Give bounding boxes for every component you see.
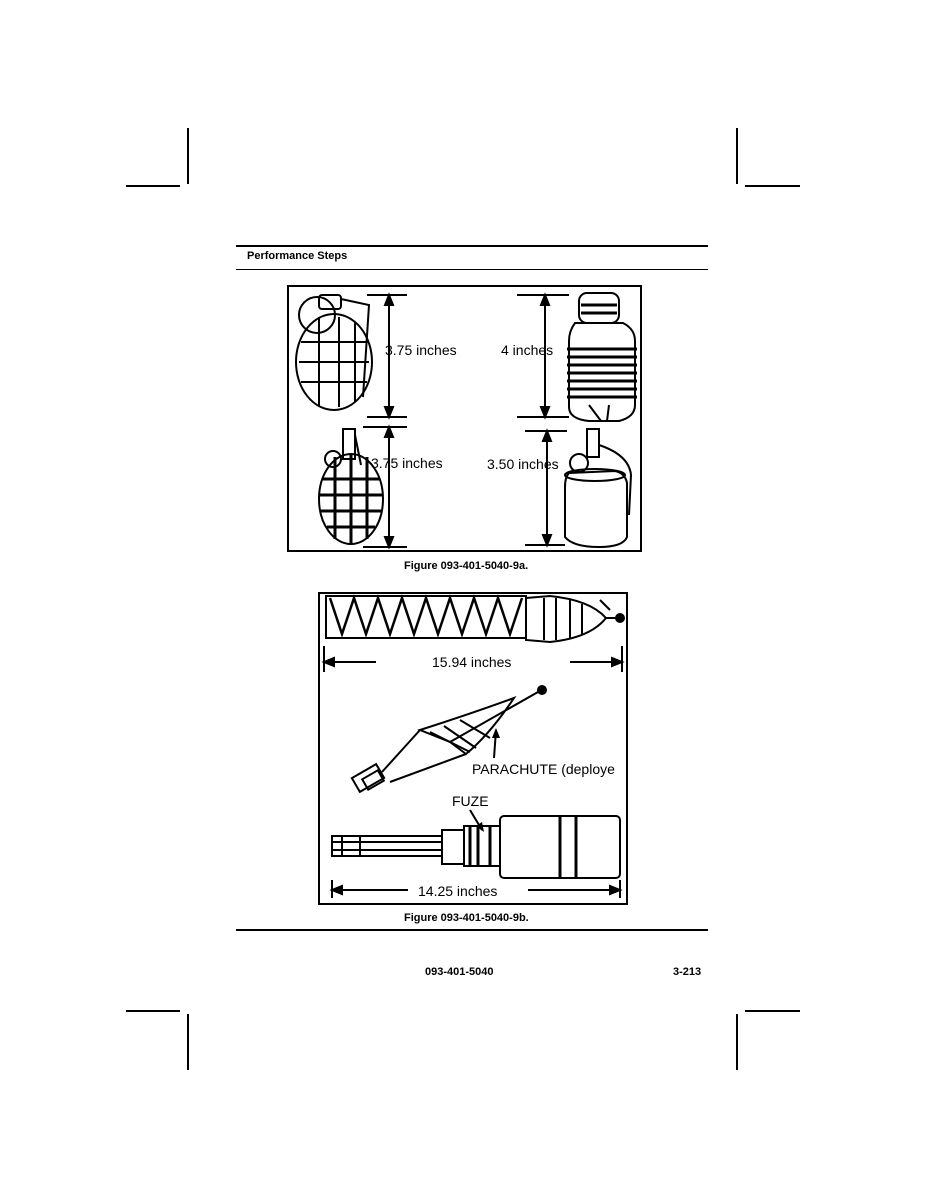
- parachute-deployed-drawing: [350, 685, 547, 794]
- dimension-line-4: [525, 428, 567, 548]
- header-rule-top: [236, 245, 708, 247]
- grenade-cylinder-smooth-drawing: [564, 428, 633, 549]
- grenade-oval-drawing: [295, 294, 373, 411]
- crop-mark-top-left-vertical: [187, 128, 189, 184]
- figure-a-illustration: 3.75 inches 4 inches: [295, 292, 637, 550]
- figure-b-caption: Figure 093-401-5040-9b.: [404, 912, 529, 924]
- figure-b-illustration: 15.94 inches PARACHUTE (deploye FUZE: [321, 594, 625, 899]
- dimension-line-top: [321, 646, 625, 672]
- dimension-line-1: [367, 292, 407, 420]
- grenade-cylinder-serrated-drawing: [567, 292, 637, 422]
- crop-mark-bottom-left-horizontal: [126, 1010, 180, 1012]
- flare-assembly-drawing: [331, 815, 621, 879]
- parachute-label: PARACHUTE (deploye: [472, 761, 615, 777]
- crop-mark-bottom-right-vertical: [736, 1014, 738, 1070]
- figure-a-frame: 3.75 inches 4 inches: [287, 285, 642, 552]
- footer-rule: [236, 929, 708, 931]
- figure-a-caption: Figure 093-401-5040-9a.: [404, 560, 529, 572]
- grenade-2-height-label: 4 inches: [501, 342, 553, 358]
- document-number: 093-401-5040: [425, 966, 494, 978]
- length-label-top: 15.94 inches: [432, 654, 511, 670]
- dimension-line-3: [363, 424, 407, 550]
- parachute-leader-arrow: [492, 728, 500, 738]
- grenade-3-height-label: 3.75 inches: [371, 455, 443, 471]
- crop-mark-bottom-right-horizontal: [745, 1010, 800, 1012]
- dimension-line-bottom: [329, 880, 623, 898]
- spring-canister-drawing: [325, 594, 625, 644]
- dimension-line-2: [517, 292, 569, 420]
- crop-mark-top-right-vertical: [736, 128, 738, 184]
- crop-mark-bottom-left-vertical: [187, 1014, 189, 1070]
- header-rule-bottom: [236, 269, 708, 270]
- length-label-bottom: 14.25 inches: [418, 883, 497, 899]
- page-number: 3-213: [673, 966, 702, 978]
- fuze-label: FUZE: [452, 793, 489, 809]
- section-title: Performance Steps: [247, 250, 348, 262]
- grenade-1-height-label: 3.75 inches: [385, 342, 457, 358]
- figure-b-frame: 15.94 inches PARACHUTE (deploye FUZE: [318, 592, 628, 905]
- grenade-4-height-label: 3.50 inches: [487, 456, 559, 472]
- grenade-pineapple-drawing: [318, 428, 384, 545]
- crop-mark-top-right-horizontal: [745, 185, 800, 187]
- crop-mark-top-left-horizontal: [126, 185, 180, 187]
